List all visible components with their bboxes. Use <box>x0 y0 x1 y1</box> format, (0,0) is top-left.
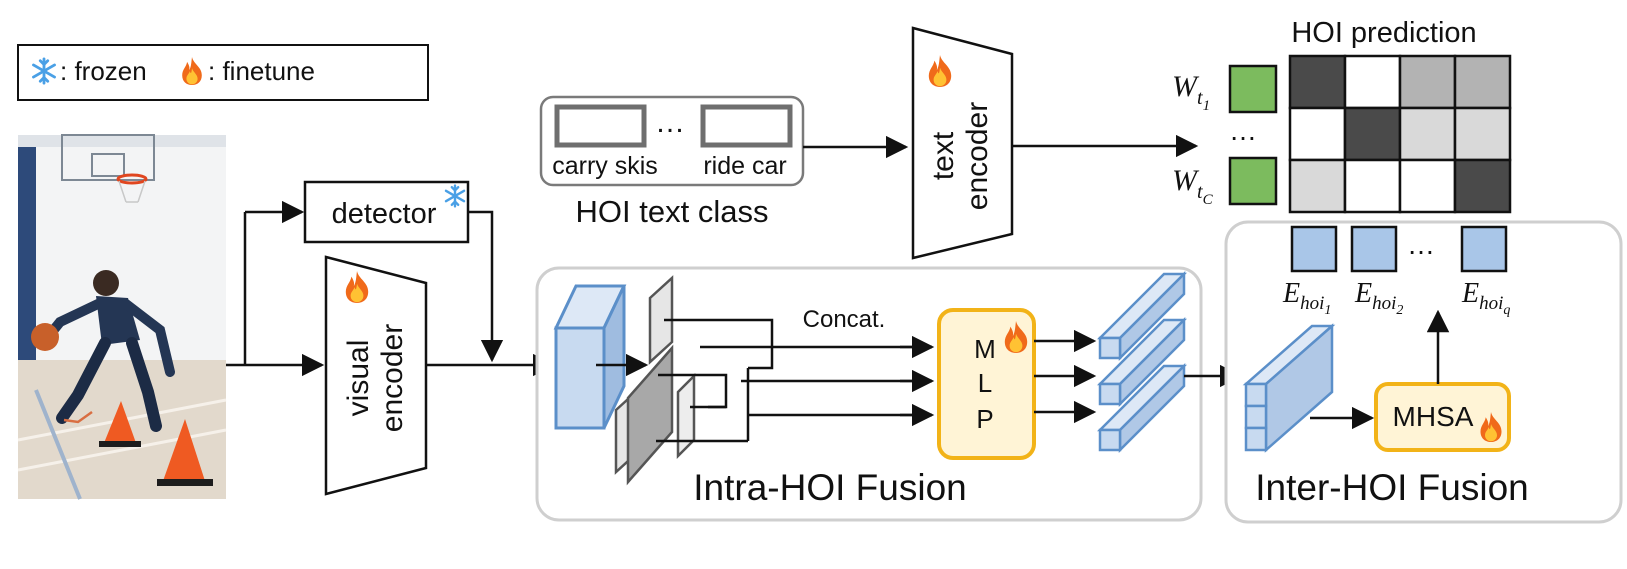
weight-ellipsis: … <box>1229 115 1257 146</box>
mlp-letter: M <box>974 334 996 364</box>
embedding-ellipsis: … <box>1407 229 1435 260</box>
legend-frozen-label: : frozen <box>60 56 147 86</box>
text-class-item: ride car <box>703 152 786 180</box>
encoder-label: encoder <box>961 102 994 210</box>
weight-label-1: Wt1 <box>1172 70 1210 114</box>
encoder-label: encoder <box>376 324 409 432</box>
embedding-label-q: Ehoiq <box>1461 278 1510 318</box>
detector-arrow <box>468 210 504 363</box>
text-class-item: carry skis <box>552 152 658 180</box>
matrix-cell <box>1398 158 1457 214</box>
embedding-label-1: Ehoi1 <box>1282 278 1331 318</box>
embedding-label-2: Ehoi2 <box>1354 278 1403 318</box>
matrix-cell <box>1288 158 1347 214</box>
image-branch-lines <box>226 200 325 377</box>
mhsa-block <box>1374 382 1511 452</box>
input-image <box>17 134 227 500</box>
intra-title: Intra-HOI Fusion <box>693 467 966 508</box>
matrix-cell <box>1343 106 1402 162</box>
mlp-letter: L <box>978 368 992 398</box>
weight-vector-c <box>1228 156 1278 206</box>
mlp-letter: P <box>976 404 993 434</box>
prediction-title: HOI prediction <box>1291 17 1476 49</box>
detector-block: detector <box>303 180 470 244</box>
mhsa-label: MHSA <box>1393 401 1474 432</box>
concat-label: Concat. <box>803 306 886 333</box>
prediction-matrix <box>1288 54 1512 214</box>
legend-finetune-label: : finetune <box>208 56 315 86</box>
hoi-embedding-q <box>1460 225 1508 273</box>
text-encoder-block: text encoder <box>911 26 1014 260</box>
matrix-cell <box>1398 54 1457 110</box>
matrix-cell <box>1343 158 1402 214</box>
visual-encoder-block: visual encoder <box>324 255 428 496</box>
matrix-cell <box>1453 106 1512 162</box>
intra-output-tokens <box>1096 270 1188 454</box>
visual-label: visual <box>342 340 375 417</box>
hoi-embedding-2 <box>1350 225 1398 273</box>
text-class-ellipsis: … <box>655 106 685 139</box>
matrix-cell <box>1453 158 1512 214</box>
weight-label-c: WtC <box>1172 164 1214 208</box>
inter-title: Inter-HOI Fusion <box>1255 467 1528 508</box>
text-class-caption: HOI text class <box>576 194 769 229</box>
matrix-cell <box>1288 106 1347 162</box>
intra-hoi-fusion-panel: Concat. M L P Intra-HOI Fusion <box>535 266 1203 522</box>
legend: : frozen : finetune <box>17 44 429 101</box>
hoi-embedding-1 <box>1290 225 1338 273</box>
inter-hoi-fusion-panel: MHSA … Ehoi1 Ehoi2 Ehoiq Inter-HOI Fusio… <box>1224 220 1623 524</box>
matrix-cell <box>1453 54 1512 110</box>
matrix-cell <box>1398 106 1457 162</box>
hoi-prediction: HOI prediction … Wt1 WtC <box>1172 17 1512 214</box>
detector-label: detector <box>332 198 437 230</box>
weight-vector-1 <box>1228 64 1278 114</box>
hoi-text-class: … carry skis ride car HOI text class <box>539 95 805 229</box>
matrix-cell <box>1343 54 1402 110</box>
matrix-cell <box>1288 54 1347 110</box>
text-label: text <box>927 131 960 180</box>
